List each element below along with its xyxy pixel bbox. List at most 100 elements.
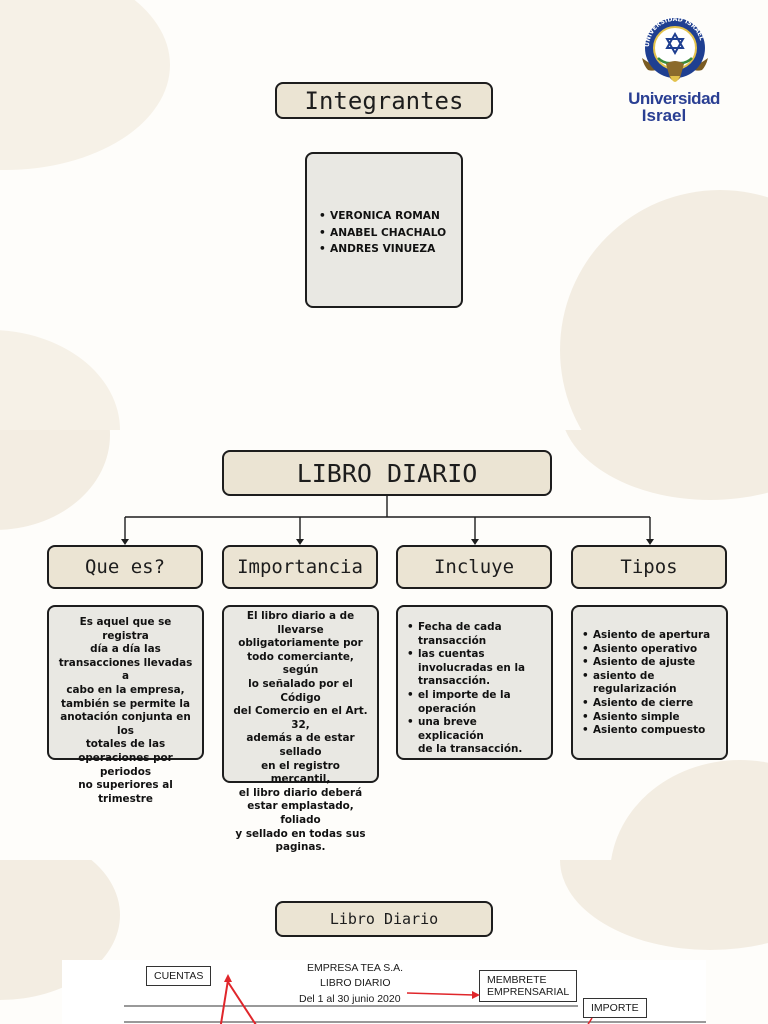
text-line: Es aquel que se registra	[79, 616, 172, 642]
list-item: Asiento de ajuste	[582, 656, 720, 670]
list-item: Asiento de cierre	[582, 697, 720, 711]
text-line: transacción.	[418, 675, 491, 688]
member-item: ANABEL CHACHALO	[319, 225, 453, 242]
background-shape	[560, 190, 768, 430]
slide-libro-diario-ejemplo: Libro Diario CUENTAS EMPRESA TEA S.A. LI…	[0, 860, 768, 1024]
background-shape	[560, 860, 768, 950]
category-label: Importancia	[237, 556, 363, 578]
company-name: EMPRESA TEA S.A.	[307, 962, 404, 974]
text-line: Fecha de cada	[418, 621, 502, 633]
text-line: regularización	[593, 683, 677, 696]
slide-libro-diario: LIBRO DIARIO Que es? Importancia Incluye…	[0, 430, 768, 860]
text-line: obligatoriamente por	[238, 637, 363, 650]
list-item: una breve explicación de la transacción.	[407, 716, 545, 757]
text-line: transacción	[418, 634, 487, 647]
que-es-description: Es aquel que se registra día a día las t…	[47, 605, 204, 805]
member-item: ANDRES VINUEZA	[319, 241, 453, 258]
importe-text: IMPORTE	[591, 1002, 639, 1014]
text-line: día a día las	[90, 643, 161, 656]
category-importancia: Importancia	[222, 545, 378, 589]
text-line: totales de las	[85, 738, 166, 751]
university-name-line1: Universidad	[628, 89, 720, 108]
text-line: trimestre	[98, 792, 153, 805]
period-text: Del 1 al 30 junio 2020	[299, 993, 401, 1005]
membrete-line: MEMBRETE	[487, 974, 547, 986]
background-shape	[610, 760, 768, 860]
tipos-list: Asiento de apertura Asiento operativo As…	[582, 629, 720, 738]
text-line: el libro diario deberá	[238, 786, 363, 799]
text-line: todo comerciante, según	[247, 650, 354, 677]
category-label: Incluye	[433, 556, 515, 578]
text-line: una breve explicación	[418, 716, 484, 742]
book-name: LIBRO DIARIO	[320, 977, 391, 989]
connector-lines	[121, 496, 654, 545]
text-line: Asiento de apertura	[593, 629, 711, 641]
text-line: Asiento de ajuste	[593, 656, 696, 669]
list-item: Fecha de cada transacción	[407, 621, 545, 648]
libro-diario-example-title-text: Libro Diario	[329, 910, 439, 928]
integrantes-title-text: Integrantes	[304, 86, 464, 115]
category-incluye: Incluye	[396, 545, 552, 589]
text-line: Asiento de cierre	[593, 696, 694, 709]
libro-diario-sheet-image: CUENTAS EMPRESA TEA S.A. LIBRO DIARIO De…	[62, 960, 706, 1024]
text-line: además a de estar sellado	[246, 732, 355, 758]
list-item: Asiento simple	[582, 711, 720, 725]
membrete-label: MEMBRETE EMPRENSARIAL	[479, 970, 578, 1002]
text-line: asiento de	[593, 669, 655, 682]
list-item: Asiento de apertura	[582, 629, 720, 643]
text-line: el importe de la	[418, 688, 511, 701]
incluye-description: Fecha de cada transacción las cuentas in…	[396, 605, 553, 760]
university-name: Universidad Israel	[612, 90, 736, 124]
text-line: del Comercio en el Art. 32,	[233, 705, 368, 731]
text-line: operaciones por periodos	[78, 751, 173, 778]
list-item: Asiento compuesto	[582, 724, 720, 738]
libro-diario-title: LIBRO DIARIO	[222, 450, 552, 496]
list-item: asiento de regularización	[582, 670, 720, 697]
slide-integrantes: Integrantes VERONICA ROMAN ANABEL CHACHA…	[0, 0, 768, 430]
incluye-list: Fecha de cada transacción las cuentas in…	[407, 621, 545, 757]
libro-diario-title-text: LIBRO DIARIO	[296, 458, 478, 488]
university-seal-icon: UNIVERSIDAD ISRAEL	[642, 16, 708, 82]
text-line: estar emplastado, foliado	[247, 800, 354, 826]
text-line: llevarse	[277, 623, 324, 636]
category-label: Tipos	[620, 556, 678, 578]
text-line: de la transacción.	[418, 743, 523, 756]
membrete-line: EMPRENSARIAL	[487, 986, 570, 998]
text-line: cabo en la empresa,	[66, 683, 185, 696]
university-name-line2: Israel	[641, 106, 687, 125]
category-que-es: Que es?	[47, 545, 203, 589]
text-line: paginas.	[275, 841, 326, 854]
integrantes-title: Integrantes	[275, 82, 493, 119]
text-line: no superiores al	[78, 779, 173, 792]
text-line: Asiento operativo	[593, 642, 698, 655]
sheet-lines-and-arrows	[124, 974, 706, 1024]
text-line: las cuentas	[418, 648, 485, 661]
university-logo: UNIVERSIDAD ISRAEL Universidad Israel	[612, 12, 736, 132]
text-line: también se permite la	[61, 697, 190, 710]
members-list: VERONICA ROMAN ANABEL CHACHALO ANDRES VI…	[319, 208, 453, 258]
text-line: involucradas en la	[418, 661, 526, 674]
text-line: Asiento simple	[593, 710, 680, 723]
category-tipos: Tipos	[571, 545, 727, 589]
text-line: transacciones llevadas a	[58, 656, 193, 683]
text-line: en el registro mercantil,	[261, 759, 340, 786]
text-line: y sellado en todas sus	[235, 827, 366, 840]
member-item: VERONICA ROMAN	[319, 208, 453, 225]
cuentas-label: CUENTAS	[146, 966, 212, 986]
importe-label: IMPORTE	[583, 998, 647, 1018]
text-line: lo señalado por el Código	[248, 677, 353, 704]
list-item: el importe de la operación	[407, 689, 545, 716]
background-shape	[0, 0, 170, 170]
text-line: El libro diario a de	[246, 610, 355, 622]
list-item: Asiento operativo	[582, 643, 720, 657]
text-line: Asiento compuesto	[593, 724, 706, 737]
background-shape	[0, 330, 120, 430]
category-label: Que es?	[84, 556, 166, 578]
text-line: operación	[418, 702, 477, 715]
members-box: VERONICA ROMAN ANABEL CHACHALO ANDRES VI…	[305, 152, 463, 308]
cuentas-text: CUENTAS	[154, 970, 204, 982]
text-line: anotación conjunta en los	[60, 711, 191, 737]
importancia-description: El libro diario a de llevarse obligatori…	[222, 605, 379, 853]
libro-diario-example-title: Libro Diario	[275, 901, 493, 937]
list-item: las cuentas involucradas en la transacci…	[407, 648, 545, 689]
